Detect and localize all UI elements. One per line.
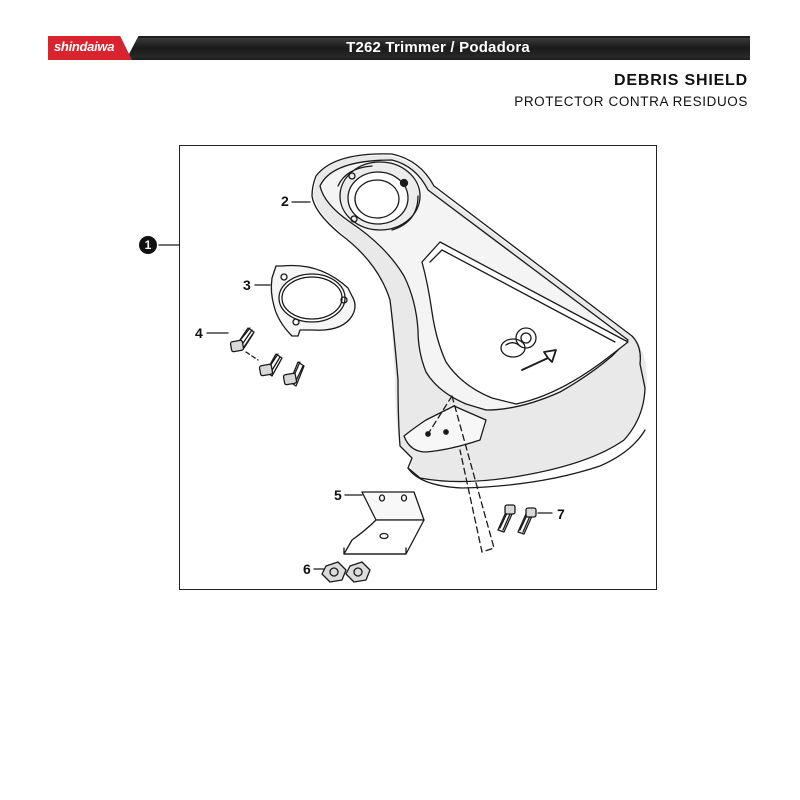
debris-shield-part [311, 153, 647, 489]
callout-2: 2 [281, 193, 289, 209]
callout-1: 1 [139, 236, 157, 254]
nuts-part [321, 561, 371, 583]
title-band: T262 Trimmer / Podadora [126, 36, 750, 60]
bolts-upper-part [229, 327, 305, 387]
brand-logo: shindaiwa [48, 36, 132, 60]
gasket-plate-part [270, 264, 356, 337]
section-subtitle: PROTECTOR CONTRA RESIDUOS [514, 94, 748, 109]
title-band-fill [126, 38, 750, 58]
header-bar: T262 Trimmer / Podadora shindaiwa [48, 36, 750, 60]
brand-logo-text: shindaiwa [54, 39, 115, 54]
callout-3: 3 [243, 277, 251, 293]
section-title: DEBRIS SHIELD [614, 72, 748, 89]
callout-5: 5 [334, 487, 342, 503]
assembly-guide-lines [427, 395, 495, 553]
page-title: T262 Trimmer / Podadora [346, 39, 530, 56]
callout-4: 4 [195, 325, 203, 341]
diagram-frame [179, 145, 657, 590]
bracket-part [343, 491, 425, 555]
callout-7: 7 [557, 506, 565, 522]
bolts-lower-part [497, 504, 537, 535]
callout-6: 6 [303, 561, 311, 577]
rotation-arrow-icon [500, 327, 557, 371]
